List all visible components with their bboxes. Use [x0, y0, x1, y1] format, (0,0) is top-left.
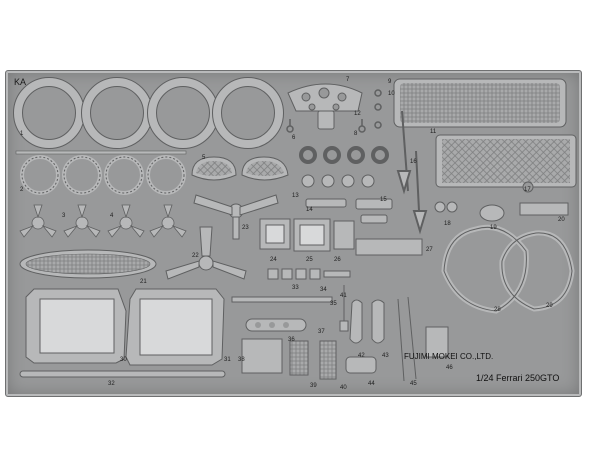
part-31-strip — [19, 370, 226, 378]
part-number-label: 44 — [368, 381, 375, 387]
part-number-label: 18 — [444, 221, 451, 227]
part-number-label: 13 — [292, 193, 299, 199]
part-number-label: 33 — [292, 285, 299, 291]
part-number-label: 4 — [110, 213, 114, 219]
part-1-rings — [13, 77, 284, 149]
part-40-46-misc — [339, 285, 449, 382]
part-number-label: 7 — [346, 77, 350, 83]
part-number-label: 24 — [270, 257, 277, 263]
part-15-wipers — [396, 110, 428, 235]
model-text: 1/24 Ferrari 250GTO — [476, 373, 560, 383]
part-23-25-frames — [259, 218, 355, 252]
fret-artwork — [13, 77, 577, 382]
part-number-label: 15 — [380, 197, 387, 203]
part-37-39-plates — [241, 338, 337, 380]
sprue-bar — [15, 150, 187, 155]
part-number-label: 27 — [426, 247, 433, 253]
part-number-label: 5 — [202, 155, 206, 161]
part-number-label: 1 — [20, 131, 24, 137]
part-29-30-screens — [25, 288, 225, 366]
part-12-rings — [299, 146, 389, 164]
part-number-label: 45 — [410, 381, 417, 387]
part-17-19-small — [434, 201, 569, 222]
part-number-label: 28 — [494, 307, 501, 313]
part-number-label: 12 — [354, 111, 361, 117]
part-32-34-strips — [231, 268, 351, 303]
part-number-label: 19 — [490, 225, 497, 231]
part-number-label: 26 — [334, 257, 341, 263]
part-number-label: 16 — [410, 159, 417, 165]
part-number-label: 29 — [546, 303, 553, 309]
part-number-label: 40 — [340, 385, 347, 391]
part-12b-rings — [301, 174, 375, 188]
part-number-label: 22 — [192, 253, 199, 259]
part-7-gauge-panel — [287, 83, 363, 130]
corner-code: KA — [14, 77, 27, 87]
photo-etch-fret: KA FUJIMI MOKEI CO.,LTD. 1/24 Ferrari 25… — [5, 70, 582, 397]
part-number-label: 6 — [292, 135, 296, 141]
part-3-4-spinners — [19, 204, 187, 238]
part-number-label: 31 — [224, 357, 231, 363]
part-number-label: 30 — [120, 357, 127, 363]
part-number-label: 17 — [524, 187, 531, 193]
part-13-14-brackets — [305, 198, 393, 224]
part-number-label: 37 — [318, 329, 325, 335]
part-small-grilles — [191, 156, 289, 181]
part-26-bracket — [355, 238, 423, 256]
part-number-label: 8 — [354, 131, 358, 137]
part-number-label: 43 — [382, 353, 389, 359]
part-10-mesh-panel — [393, 78, 567, 128]
part-number-label: 21 — [140, 279, 147, 285]
part-number-label: 20 — [558, 217, 565, 223]
part-number-label: 39 — [310, 383, 317, 389]
part-number-label: 46 — [446, 365, 453, 371]
part-number-label: 10 — [388, 91, 395, 97]
manufacturer-text: FUJIMI MOKEI CO.,LTD. — [404, 352, 494, 361]
part-number-label: 38 — [238, 357, 245, 363]
part-35-rod — [245, 318, 307, 332]
part-number-label: 34 — [320, 287, 327, 293]
part-2-rings — [20, 155, 186, 195]
part-number-label: 41 — [340, 293, 347, 299]
part-21-22-knockoffs — [165, 194, 279, 280]
part-number-label: 3 — [62, 213, 66, 219]
part-number-label: 11 — [430, 129, 437, 135]
part-number-label: 42 — [358, 353, 365, 359]
part-number-label: 25 — [306, 257, 313, 263]
part-number-label: 35 — [330, 301, 337, 307]
part-number-label: 23 — [242, 225, 249, 231]
part-16-mesh-panel — [435, 134, 577, 193]
part-number-label: 36 — [288, 337, 295, 343]
part-number-label: 14 — [306, 207, 313, 213]
small-hooks — [286, 89, 382, 133]
part-number-label: 2 — [20, 187, 24, 193]
part-number-label: 32 — [108, 381, 115, 387]
part-number-label: 9 — [388, 79, 392, 85]
